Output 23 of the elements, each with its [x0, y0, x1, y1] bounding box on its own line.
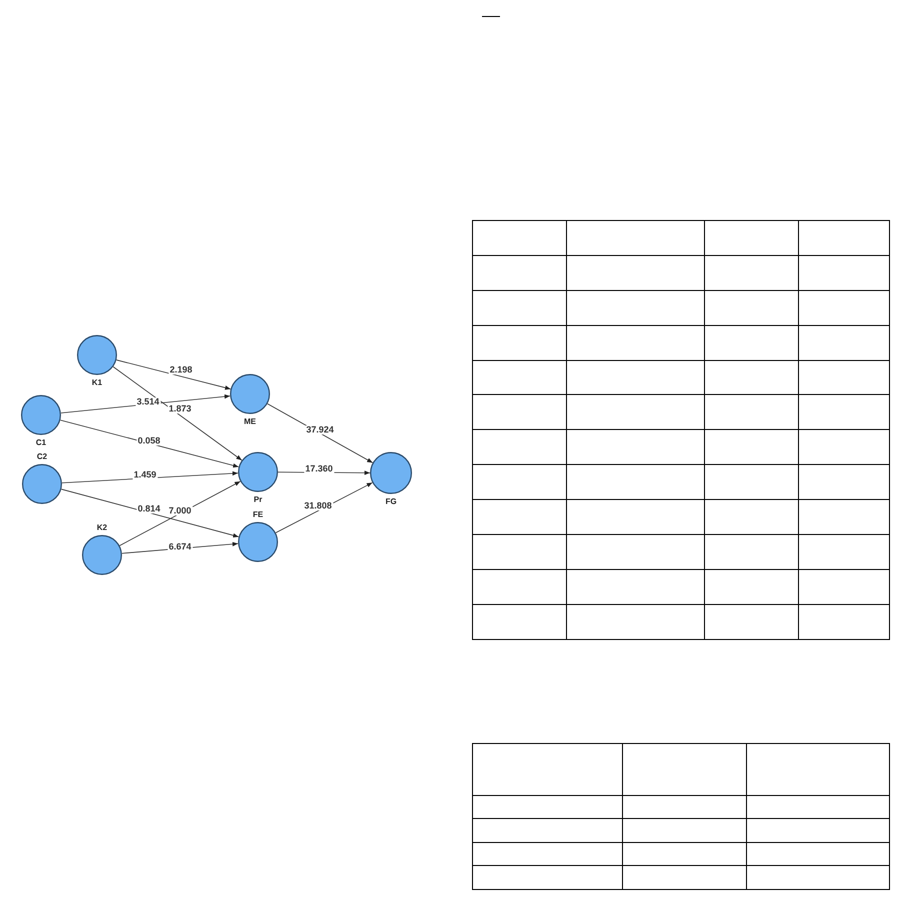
arrow — [112, 366, 242, 461]
edge-label: 0.058 — [136, 436, 162, 446]
node-label: Pr — [254, 495, 262, 504]
edge-label: 7.000 — [168, 506, 192, 516]
node-label: ME — [244, 417, 256, 426]
edge-label: 17.360 — [304, 464, 334, 474]
edge-label: 2.198 — [168, 366, 194, 374]
edge-label: 6.674 — [168, 542, 192, 552]
edge-label: 1.873 — [168, 404, 192, 414]
edge-label: 3.514 — [136, 398, 160, 406]
node-label: C2 — [36, 452, 48, 461]
node-label: K1 — [92, 378, 102, 387]
node-label: FE — [252, 510, 264, 519]
node-label: K2 — [96, 523, 108, 532]
edge-label: 37.924 — [305, 426, 335, 434]
edge-label: 31.808 — [303, 502, 333, 510]
edge-label: 0.814 — [136, 504, 162, 514]
arrow — [116, 360, 232, 390]
node-label: C1 — [36, 438, 46, 447]
node-label: FG — [385, 497, 397, 506]
edge-label: 1.459 — [132, 470, 158, 480]
arrow — [60, 420, 240, 468]
arrow — [60, 488, 240, 538]
